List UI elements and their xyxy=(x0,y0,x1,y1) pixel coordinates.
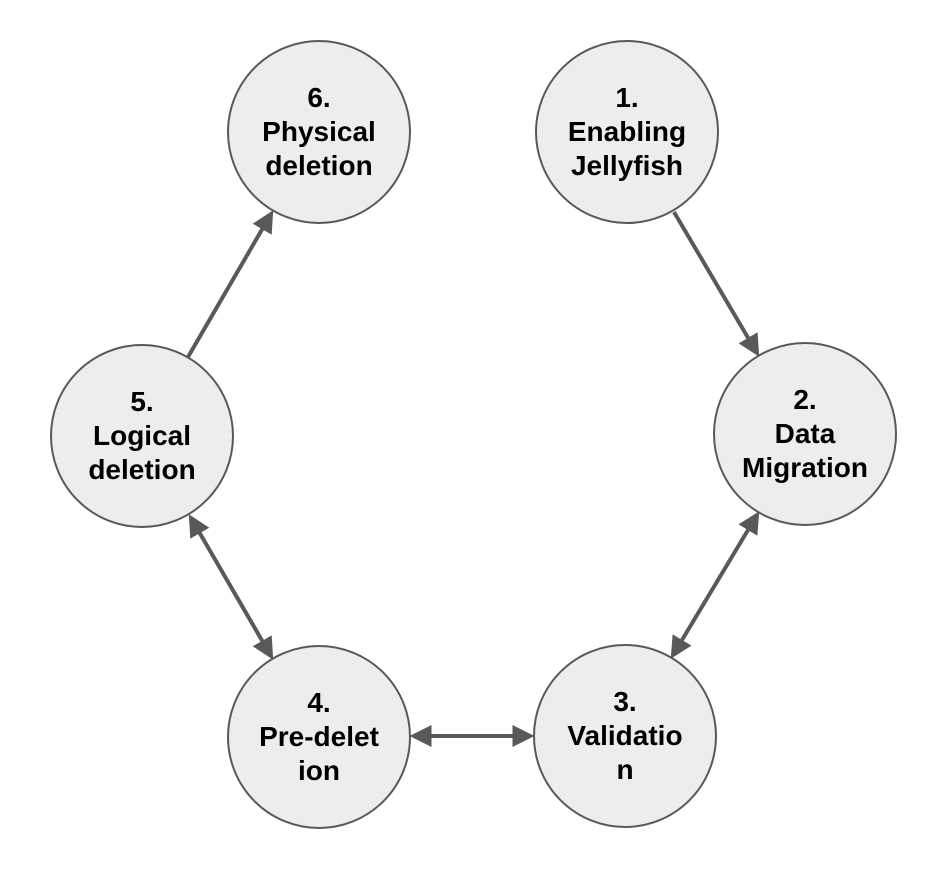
node-label-line: Data xyxy=(774,418,836,449)
node-1-enabling-jellyfish: 1. Enabling Jellyfish xyxy=(535,40,719,224)
node-2-data-migration: 2. Data Migration xyxy=(713,342,897,526)
node-label-line: Pre-delet xyxy=(259,721,379,752)
node-label-line: Migration xyxy=(742,452,868,483)
node-number: 2. xyxy=(793,384,817,415)
node-label-line: Logical xyxy=(92,420,191,451)
node-label-line: deletion xyxy=(265,150,373,181)
node-label-line: ion xyxy=(298,755,340,786)
node-number: 4. xyxy=(307,687,331,718)
arrow-2-to-3-bidirectional xyxy=(670,511,760,659)
node-label-line: n xyxy=(616,754,634,785)
node-label-line: Enabling xyxy=(567,116,687,147)
node-label-line: Physical xyxy=(262,116,376,147)
node-4-pre-deletion: 4. Pre-delet ion xyxy=(227,645,411,829)
node-6-physical-deletion: 6. Physical deletion xyxy=(227,40,411,224)
arrow-5-to-6 xyxy=(186,210,274,359)
arrow-4-to-5-bidirectional xyxy=(188,514,274,660)
arrow-1-to-2 xyxy=(672,210,760,357)
node-label-line: Jellyfish xyxy=(570,150,684,181)
node-label-line: Validatio xyxy=(567,720,683,751)
node-number: 5. xyxy=(130,386,154,417)
node-5-logical-deletion: 5. Logical deletion xyxy=(50,344,234,528)
node-3-validation: 3. Validatio n xyxy=(533,644,717,828)
node-label-line: deletion xyxy=(88,454,196,485)
node-number: 1. xyxy=(615,82,639,113)
node-number: 3. xyxy=(613,686,637,717)
node-number: 6. xyxy=(307,82,331,113)
